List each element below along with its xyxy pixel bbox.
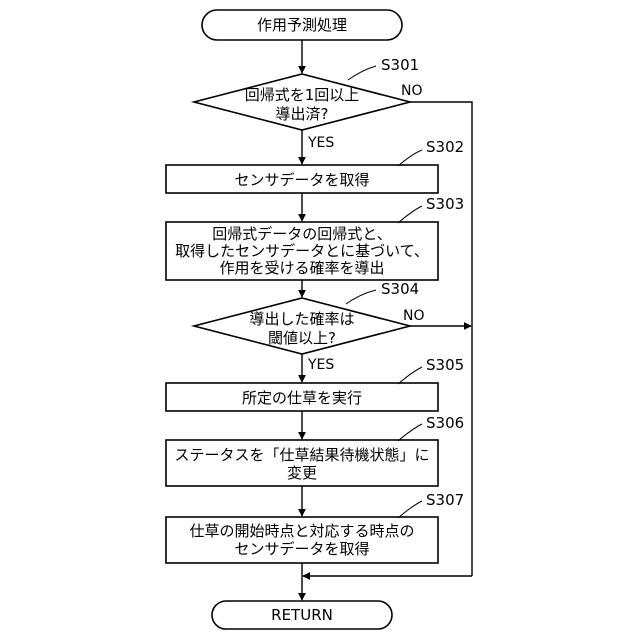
step-leader-s302	[398, 150, 422, 166]
decision-s304-line-1: 導出した確率は	[249, 310, 354, 328]
step-leader-s301	[348, 66, 376, 80]
process-s306: ステータスを「仕草結果待機状態」に 変更 S306	[166, 414, 464, 486]
decision-s304: 導出した確率は 閾値以上? S304 NO YES	[194, 280, 425, 373]
decision-s301: 回帰式を1回以上 導出済? S301 NO YES	[194, 56, 423, 151]
decision-s301-line-2: 導出済?	[276, 105, 329, 123]
process-s307-line-1: 仕草の開始時点と対応する時点の	[189, 522, 414, 540]
step-leader-s307	[398, 501, 422, 518]
step-leader-s303	[398, 206, 422, 223]
decision-s304-line-2: 閾値以上?	[268, 329, 336, 347]
step-leader-s305	[398, 367, 422, 384]
step-label-s302: S302	[426, 138, 464, 156]
process-s302-line-1: センサデータを取得	[234, 171, 369, 189]
decision-s301-no-label: NO	[401, 83, 423, 99]
process-s303-line-2: 取得したセンサデータとに基づいて、	[175, 242, 429, 260]
process-s303-line-3: 作用を受ける確率を導出	[219, 259, 384, 277]
start-terminal: 作用予測処理	[202, 10, 402, 40]
process-s306-line-2: 変更	[287, 464, 317, 482]
process-s303-line-1: 回帰式データの回帰式と、	[212, 225, 391, 243]
process-s303: 回帰式データの回帰式と、 取得したセンサデータとに基づいて、 作用を受ける確率を…	[166, 195, 464, 280]
step-label-s306: S306	[426, 414, 464, 432]
step-label-s307: S307	[426, 491, 464, 509]
decision-s301-line-1: 回帰式を1回以上	[245, 86, 360, 104]
step-label-s303: S303	[426, 195, 464, 213]
decision-s304-yes-label: YES	[307, 357, 334, 373]
step-leader-s304	[346, 290, 376, 304]
decision-s304-no-label: NO	[403, 308, 425, 324]
decision-s301-yes-label: YES	[307, 135, 334, 151]
step-label-s305: S305	[426, 356, 464, 374]
process-s306-line-1: ステータスを「仕草結果待機状態」に	[174, 446, 429, 464]
step-leader-s306	[398, 424, 422, 441]
process-s307-line-2: センサデータを取得	[234, 540, 369, 558]
process-s305-line-1: 所定の仕草を実行	[242, 389, 362, 407]
start-label: 作用予測処理	[257, 16, 347, 34]
step-label-s304: S304	[381, 280, 419, 298]
end-terminal: RETURN	[212, 601, 392, 629]
process-s307: 仕草の開始時点と対応する時点の センサデータを取得 S307	[166, 491, 464, 563]
step-label-s301: S301	[381, 56, 419, 74]
end-label: RETURN	[271, 606, 333, 624]
